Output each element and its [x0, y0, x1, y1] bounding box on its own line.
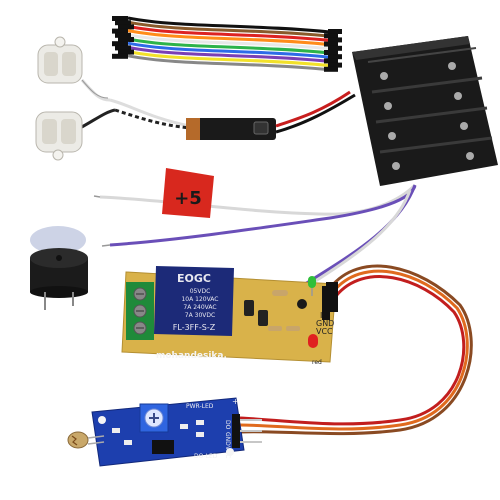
jumper-connector-right [328, 45, 342, 51]
relay-spec-1: 05VDC [190, 288, 211, 295]
jumper-connector-right [328, 62, 342, 68]
tag-label: +5 [174, 188, 202, 209]
led-label-red: red [312, 359, 322, 366]
jumper-connector-left [112, 28, 128, 34]
photoresistor [67, 431, 105, 449]
plus-label: + [232, 397, 239, 406]
dupont-ribbon-cable [239, 264, 473, 436]
jumper-wire [127, 37, 331, 55]
board-silkscreen: mohandesika. [156, 351, 227, 361]
relay-model: FL-3FF-S-Z [173, 323, 216, 332]
jumper-connector-left [115, 20, 131, 26]
porcelain-connector-top [37, 36, 83, 84]
jumper-connector-right [324, 33, 338, 39]
buzzer [30, 226, 88, 310]
relay-brand: EOGC [177, 272, 211, 285]
jumper-connector-left [112, 53, 128, 59]
jumper-connector-right [324, 58, 338, 64]
jumper-connector-left [118, 24, 134, 30]
tag-plus5: +5 [162, 168, 214, 218]
jumper-connector-right [324, 41, 338, 47]
jumper-connector-left [115, 45, 131, 51]
jumper-wire [127, 50, 331, 68]
jumper-connector-left [112, 41, 128, 47]
jumper-wire [127, 29, 331, 47]
jumper-connector-right [328, 54, 342, 60]
inline-rocker-switch [186, 90, 356, 140]
jumper-wire [127, 20, 331, 38]
relay-spec-4: 7A 30VDC [185, 312, 215, 319]
pwr-led-label: PWR-LED [186, 403, 214, 410]
jumper-wire [127, 16, 331, 34]
jumper-wire [127, 45, 331, 63]
pin-label-vcc: VCC [316, 327, 333, 336]
jumper-wire [127, 41, 331, 59]
relay-spec-3: 7A 240VAC [183, 304, 216, 311]
led-green [308, 276, 316, 296]
terminal-connectors [35, 36, 191, 161]
potentiometer [139, 403, 169, 433]
pin-label-do: DO [224, 420, 231, 430]
relay-component: EOGC 05VDC 10A 120VAC 7A 240VAC 7A 30VDC… [154, 266, 234, 336]
screw-terminal-block [126, 282, 154, 340]
ldr-sensor-module: PWR-LED DO-LED + DO GND VCC [67, 397, 262, 467]
jumper-connector-right [324, 66, 338, 72]
jumper-connector-left [115, 32, 131, 38]
battery-holder [352, 36, 498, 186]
jumper-connector-left [118, 37, 134, 42]
relay-spec-2: 10A 120VAC [181, 296, 218, 303]
pin-label-gnd: GND [224, 432, 231, 446]
jumper-connector-right [328, 37, 342, 43]
pin-label-gnd: GND [316, 319, 334, 328]
jumper-wire [127, 24, 331, 42]
jumper-wire-bundle [112, 16, 342, 72]
jumper-connector-right [328, 29, 342, 34]
porcelain-connector-bottom [35, 111, 83, 161]
jumper-connector-left [118, 49, 134, 55]
jumper-wire [127, 33, 331, 51]
do-led-label: DO-LED [194, 453, 218, 460]
jumper-wire [127, 54, 331, 72]
led-red [308, 334, 318, 348]
jumper-connector-right [324, 50, 338, 55]
jumper-connector-left [112, 16, 128, 21]
relay-module-board: EOGC 05VDC 10A 120VAC 7A 240VAC 7A 30VDC… [121, 266, 337, 366]
